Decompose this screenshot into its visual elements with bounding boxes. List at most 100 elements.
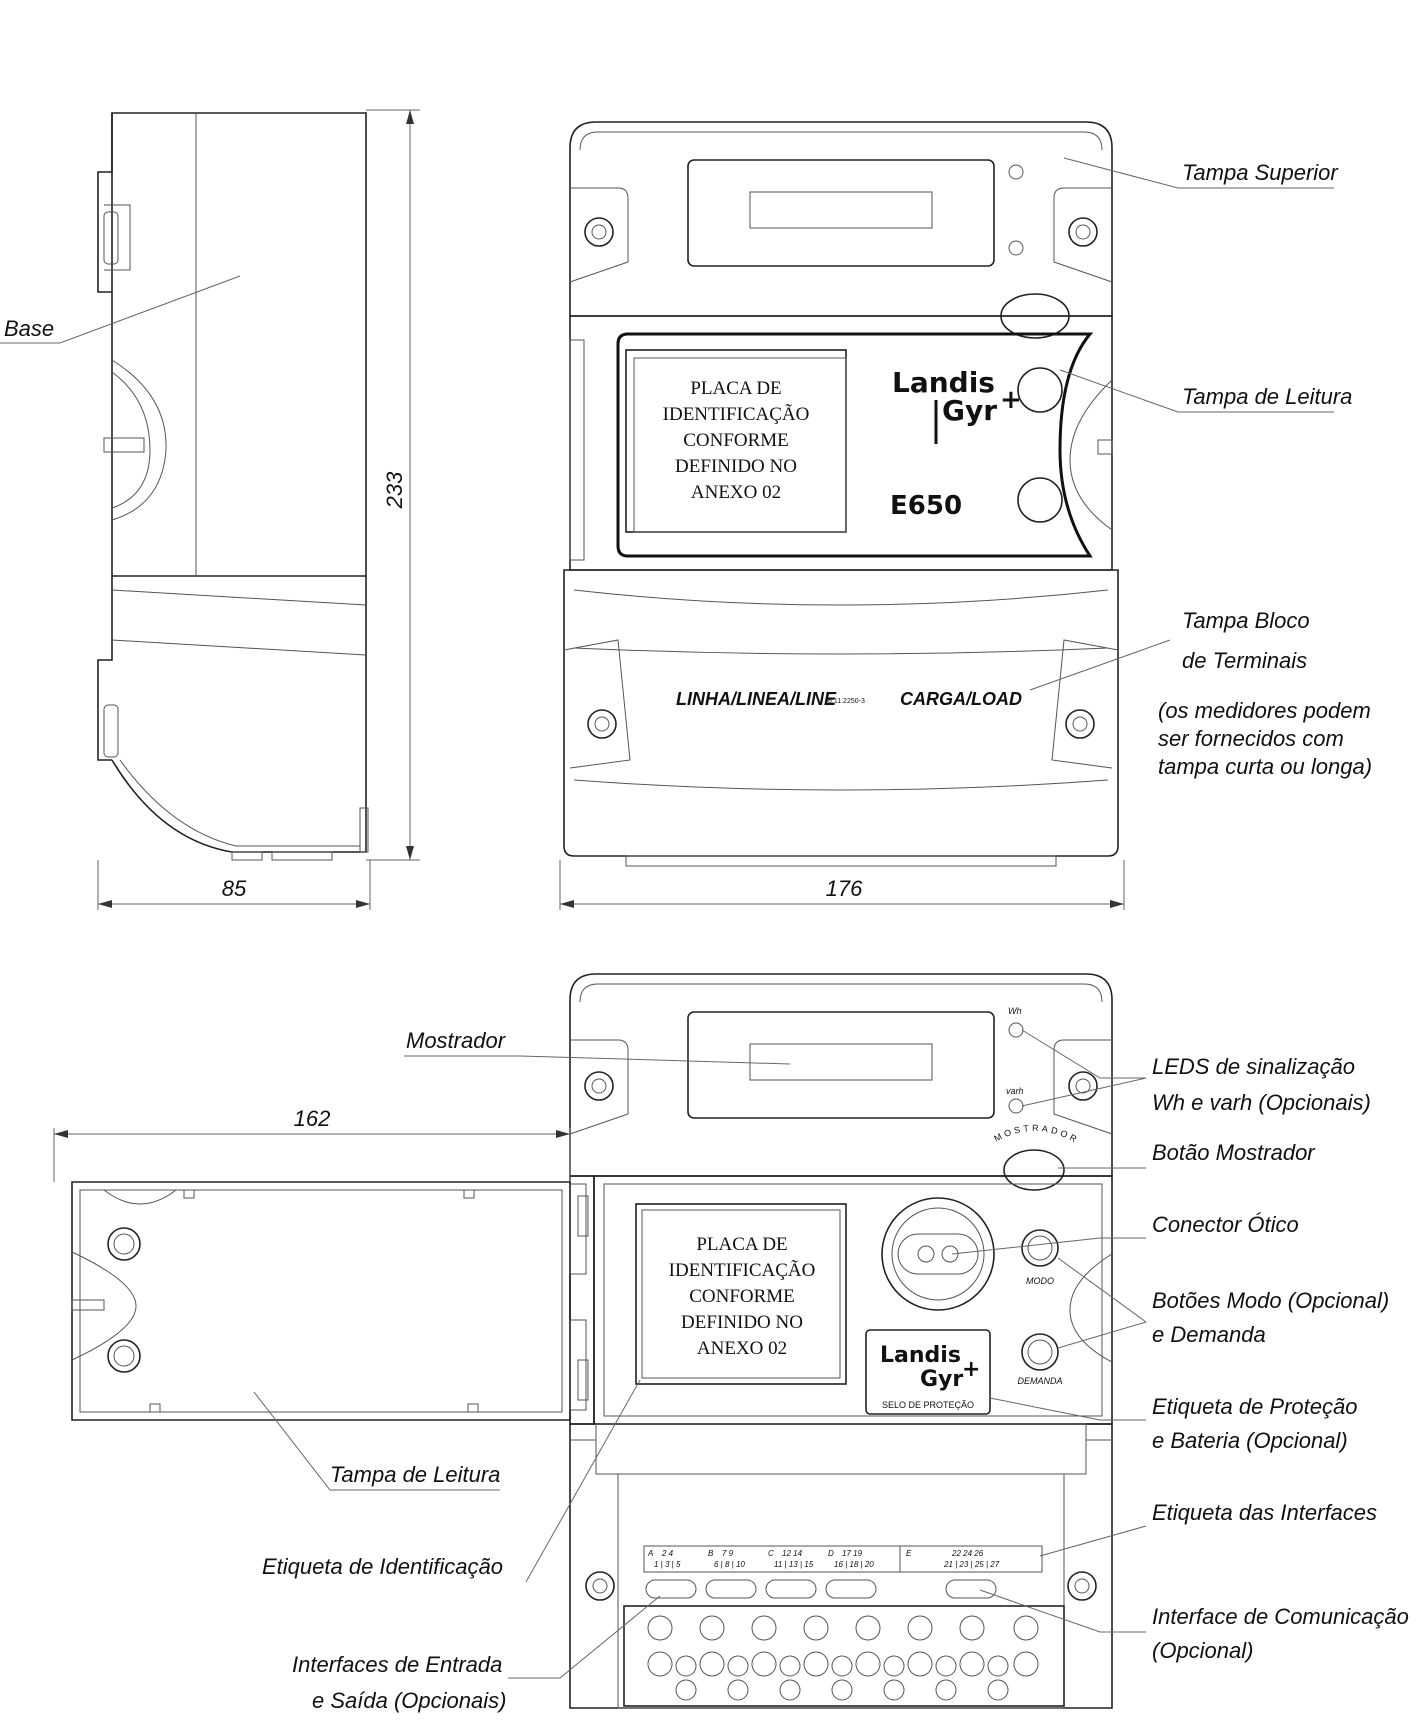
strip-a-bottom: 1 | 3 | 5	[654, 1560, 681, 1569]
plate-b-line-5: ANEXO 02	[697, 1338, 787, 1359]
mark-mostrador: MOSTRADOR	[992, 1123, 1081, 1146]
terminal-cover-labels: LINHA/LINEA/LINE 6.11.2250-3 CARGA/LOAD	[676, 689, 1022, 709]
label-interface-com-2: (Opcional)	[1152, 1638, 1253, 1663]
protection-seal: Landis Gyr + SELO DE PROTEÇÃO	[880, 1343, 980, 1410]
front-view-top	[563, 121, 1119, 867]
terminal-label-line: LINHA/LINEA/LINE	[676, 689, 837, 709]
front-view-open	[569, 973, 1113, 1709]
callout-tampa-superior: Tampa Superior	[1063, 157, 1339, 189]
callout-tampa-leitura-open: Tampa de Leitura	[253, 1391, 500, 1491]
label-interfaces-es-1: Interfaces de Entrada	[292, 1652, 502, 1677]
mark-varh: varh	[1006, 1086, 1024, 1096]
seal-brand-line2: Gyr	[920, 1367, 963, 1392]
callout-tampa-leitura: Tampa de Leitura	[1059, 369, 1352, 413]
dim-162: 162	[294, 1106, 331, 1131]
brand-name-line2: Gyr	[942, 394, 997, 427]
dim-233: 233	[382, 471, 407, 509]
label-leds-1: LEDS de sinalização	[1152, 1054, 1355, 1079]
dim-85: 85	[222, 876, 247, 901]
callout-etiqueta-identificacao: Etiqueta de Identificação	[262, 1379, 641, 1583]
plate-line-1: PLACA DE	[690, 378, 781, 399]
brand-model: E650	[890, 491, 962, 521]
mark-modo: MODO	[1026, 1276, 1054, 1286]
strip-e-letter: E	[906, 1549, 912, 1558]
plate-line-5: ANEXO 02	[691, 482, 781, 503]
identification-plate-top: PLACA DE IDENTIFICAÇÃO CONFORME DEFINIDO…	[663, 378, 810, 503]
callout-tampa-bloco: Tampa Bloco de Terminais (os medidores p…	[1029, 608, 1372, 779]
strip-d-letter: D	[828, 1549, 834, 1558]
dimension-width: 176	[559, 860, 1125, 910]
label-conector-otico: Conector Ótico	[1152, 1212, 1299, 1237]
strip-c-bottom: 11 | 13 | 15	[774, 1560, 814, 1569]
label-leds-2: Wh e varh (Opcionais)	[1152, 1090, 1371, 1115]
strip-b-top: 7 9	[722, 1549, 734, 1558]
terminal-label-code: 6.11.2250-3	[828, 698, 865, 705]
label-interfaces-es-2: e Saída (Opcionais)	[312, 1688, 506, 1713]
mark-demanda: DEMANDA	[1017, 1376, 1062, 1386]
plate-b-line-4: DEFINIDO NO	[681, 1312, 803, 1333]
label-tampa-leitura-open: Tampa de Leitura	[330, 1462, 500, 1487]
callout-base: Base	[0, 275, 241, 344]
seal-brand-line1: Landis	[880, 1343, 961, 1368]
note-line-2: ser fornecidos com	[1158, 726, 1344, 751]
callout-mostrador: Mostrador	[404, 1028, 791, 1065]
brand-name-line1: Landis	[892, 366, 995, 399]
opened-reading-cover	[71, 1181, 587, 1421]
strip-a-top: 2 4	[661, 1549, 674, 1558]
label-etiqueta-interfaces: Etiqueta das Interfaces	[1152, 1500, 1377, 1525]
callout-botao-mostrador: Botão Mostrador	[1058, 1140, 1316, 1169]
callout-conector-otico: Conector Ótico	[951, 1212, 1299, 1255]
interface-strip: A 2 4 1 | 3 | 5 B 7 9 6 | 8 | 10 C 12 14…	[647, 1549, 1000, 1569]
callout-interface-comunicacao: Interface de Comunicação (Opcional)	[979, 1589, 1409, 1663]
label-tampa-bloco-1: Tampa Bloco	[1182, 608, 1310, 633]
seal-brand-plus: +	[962, 1357, 980, 1382]
label-botoes-1: Botões Modo (Opcional)	[1152, 1288, 1389, 1313]
identification-plate-bottom: PLACA DE IDENTIFICAÇÃO CONFORME DEFINIDO…	[669, 1234, 816, 1359]
label-etiqueta-protecao-1: Etiqueta de Proteção	[1152, 1394, 1357, 1419]
label-tampa-superior: Tampa Superior	[1182, 160, 1339, 185]
mark-wh: Wh	[1008, 1006, 1022, 1016]
strip-d-bottom: 16 | 18 | 20	[834, 1560, 874, 1569]
plate-b-line-1: PLACA DE	[696, 1234, 787, 1255]
strip-c-letter: C	[768, 1549, 774, 1558]
callout-botoes: Botões Modo (Opcional) e Demanda	[1057, 1257, 1389, 1349]
label-etiqueta-identificacao: Etiqueta de Identificação	[262, 1554, 503, 1579]
plate-b-line-2: IDENTIFICAÇÃO	[669, 1259, 816, 1281]
label-tampa-leitura: Tampa de Leitura	[1182, 384, 1352, 409]
strip-e-bottom: 21 | 23 | 25 | 27	[943, 1560, 1000, 1569]
strip-d-top: 17 19	[842, 1549, 863, 1558]
device-marks: Wh varh MOSTRADOR MODO DEMANDA	[992, 1006, 1081, 1386]
strip-c-top: 12 14	[782, 1549, 803, 1558]
label-botao-mostrador: Botão Mostrador	[1152, 1140, 1316, 1165]
terminal-screws	[647, 1615, 1039, 1701]
label-tampa-bloco-2: de Terminais	[1182, 648, 1307, 673]
strip-b-letter: B	[708, 1549, 714, 1558]
label-etiqueta-protecao-2: e Bateria (Opcional)	[1152, 1428, 1348, 1453]
plate-b-line-3: CONFORME	[689, 1286, 795, 1307]
label-botoes-2: e Demanda	[1152, 1322, 1266, 1347]
strip-e-top: 22 24 26	[951, 1549, 984, 1558]
seal-text: SELO DE PROTEÇÃO	[882, 1400, 974, 1410]
note-line-3: tampa curta ou longa)	[1158, 754, 1372, 779]
brand-logo-top: Landis Gyr + E650	[890, 366, 1022, 521]
note-line-1: (os medidores podem	[1158, 698, 1371, 723]
dimension-height: 233	[366, 109, 420, 861]
side-view	[97, 112, 369, 861]
plate-line-2: IDENTIFICAÇÃO	[663, 403, 810, 425]
strip-a-letter: A	[647, 1549, 653, 1558]
plate-line-4: DEFINIDO NO	[675, 456, 797, 477]
strip-b-bottom: 6 | 8 | 10	[714, 1560, 745, 1569]
label-mostrador: Mostrador	[406, 1028, 507, 1053]
brand-plus: +	[1000, 385, 1022, 415]
label-base: Base	[4, 316, 54, 341]
terminal-label-load: CARGA/LOAD	[900, 689, 1022, 709]
dimension-cover-open: 162	[53, 1106, 571, 1182]
dim-176: 176	[826, 876, 863, 901]
dimension-depth: 85	[97, 860, 371, 910]
callout-etiqueta-protecao: Etiqueta de Proteção e Bateria (Opcional…	[989, 1394, 1357, 1453]
callout-leds: LEDS de sinalização Wh e varh (Opcionais…	[1021, 1029, 1371, 1115]
callout-interfaces-es: Interfaces de Entrada e Saída (Opcionais…	[292, 1595, 661, 1713]
plate-line-3: CONFORME	[683, 430, 789, 451]
label-interface-com-1: Interface de Comunicação	[1152, 1604, 1409, 1629]
